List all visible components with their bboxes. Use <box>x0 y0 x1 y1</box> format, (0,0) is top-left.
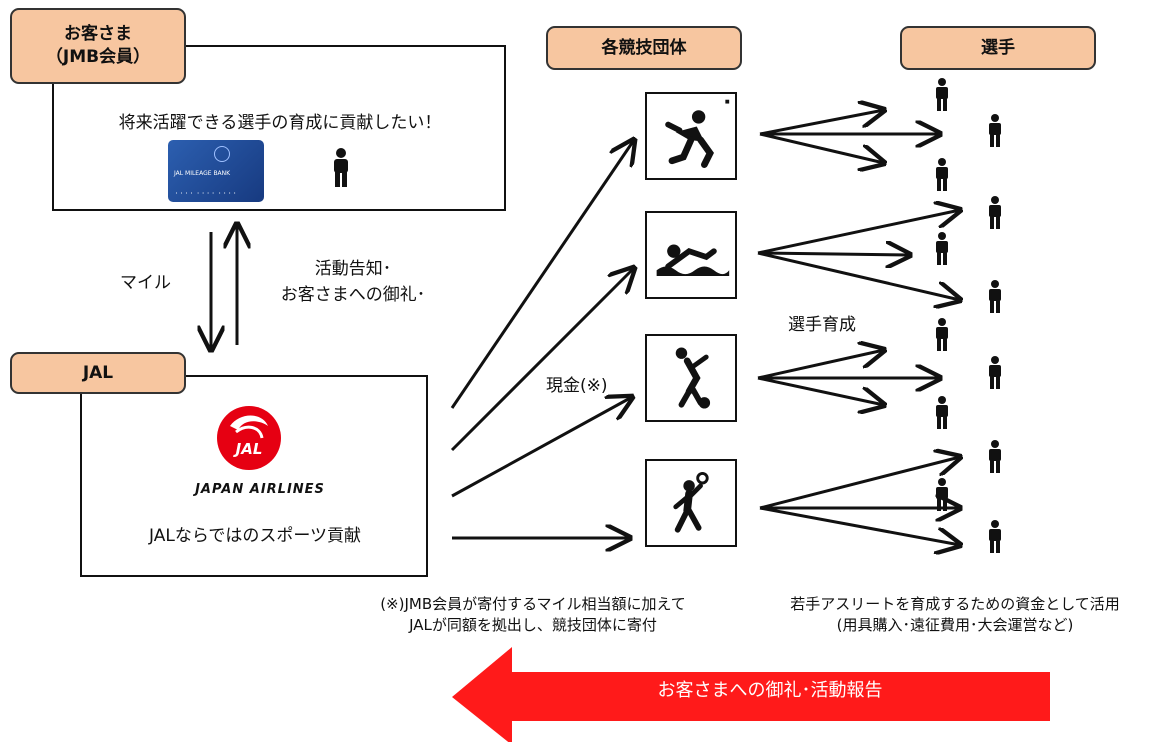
development-arrow-2-0 <box>757 350 884 380</box>
volleyball-icon <box>675 347 711 409</box>
notice-label-line2: お客さまへの御礼･ <box>280 285 426 305</box>
use-note-line2: (用具購入･遠征費用･大会運営など) <box>836 616 1074 634</box>
sport-box-handball <box>645 459 737 547</box>
jal-brand-name: JAPAN AIRLINES <box>195 482 325 497</box>
athlete-person-icon <box>989 280 1001 313</box>
athlete-person-icon <box>989 196 1001 229</box>
athlete-person-icon <box>989 114 1001 147</box>
customer-person-icon <box>334 148 348 187</box>
card-logo-icon <box>214 146 230 162</box>
athlete-person-icon <box>936 232 948 265</box>
card-brand: JAL MILEAGE BANK <box>174 170 231 177</box>
organizations-header-text: 各競技団体 <box>601 37 687 58</box>
notice-label-line1: 活動告知･ <box>314 259 392 279</box>
return-flow-arrow <box>452 647 1050 742</box>
sport-box-swimming <box>645 211 737 299</box>
cash-note-line1: (※)JMB会員が寄付するマイル相当額に加えて <box>380 595 686 613</box>
jal-logo-text: JAL <box>235 440 263 458</box>
athlete-person-icon <box>989 440 1001 473</box>
swimming-icon <box>656 244 730 276</box>
development-arrow-1-2 <box>757 251 960 300</box>
cash-arrow-volleyball <box>451 397 632 498</box>
miles-label: マイル <box>120 273 171 293</box>
athlete-person-icon <box>989 356 1001 389</box>
mileage-card: JAL MILEAGE BANK ・・・・ ・・・・ ・・・・ <box>168 140 264 202</box>
jal-header: JAL <box>10 352 186 394</box>
athlete-person-icon <box>936 396 948 429</box>
jal-crane-logo-icon <box>217 406 281 470</box>
return-flow-label: お客さまへの御礼･活動報告 <box>657 680 883 701</box>
jal-tagline: JALならではのスポーツ貢献 <box>149 526 361 546</box>
athlete-person-icon <box>936 78 948 111</box>
development-arrow-3-0 <box>759 457 960 510</box>
soccer-icon <box>665 99 730 168</box>
handball-icon <box>673 471 709 533</box>
athlete-person-icon <box>936 478 948 511</box>
development-arrow-1-1 <box>757 253 910 255</box>
customer-message: 将来活躍できる選手の育成に貢献したい！ <box>118 113 442 133</box>
development-arrow-0-0 <box>759 110 884 136</box>
athlete-person-icon <box>936 158 948 191</box>
development-arrow-0-2 <box>759 132 884 163</box>
sport-box-soccer <box>645 92 737 180</box>
jal-header-text: JAL <box>82 362 114 383</box>
customer-header: お客さま （JMB会員） <box>10 8 186 84</box>
athletes-header-text: 選手 <box>981 37 1015 58</box>
cash-arrow-soccer <box>450 140 634 409</box>
customer-header-text: お客さま （JMB会員） <box>45 24 151 67</box>
use-note-line1: 若手アスリートを育成するための資金として活用 <box>790 595 1120 613</box>
development-arrow-3-2 <box>759 506 960 545</box>
sport-box-volleyball <box>645 334 737 422</box>
cash-label: 現金(※) <box>546 376 608 396</box>
cash-note-line2: JALが同額を拠出し、競技団体に寄付 <box>409 616 657 634</box>
development-arrow-1-0 <box>757 210 960 255</box>
cash-arrow-swimming <box>450 268 634 452</box>
athletes-header: 選手 <box>900 26 1096 70</box>
organizations-header: 各競技団体 <box>546 26 742 70</box>
athlete-person-icon <box>936 318 948 351</box>
athlete-development-label: 選手育成 <box>788 315 856 335</box>
development-arrow-2-2 <box>757 376 884 405</box>
athlete-person-icon <box>989 520 1001 553</box>
